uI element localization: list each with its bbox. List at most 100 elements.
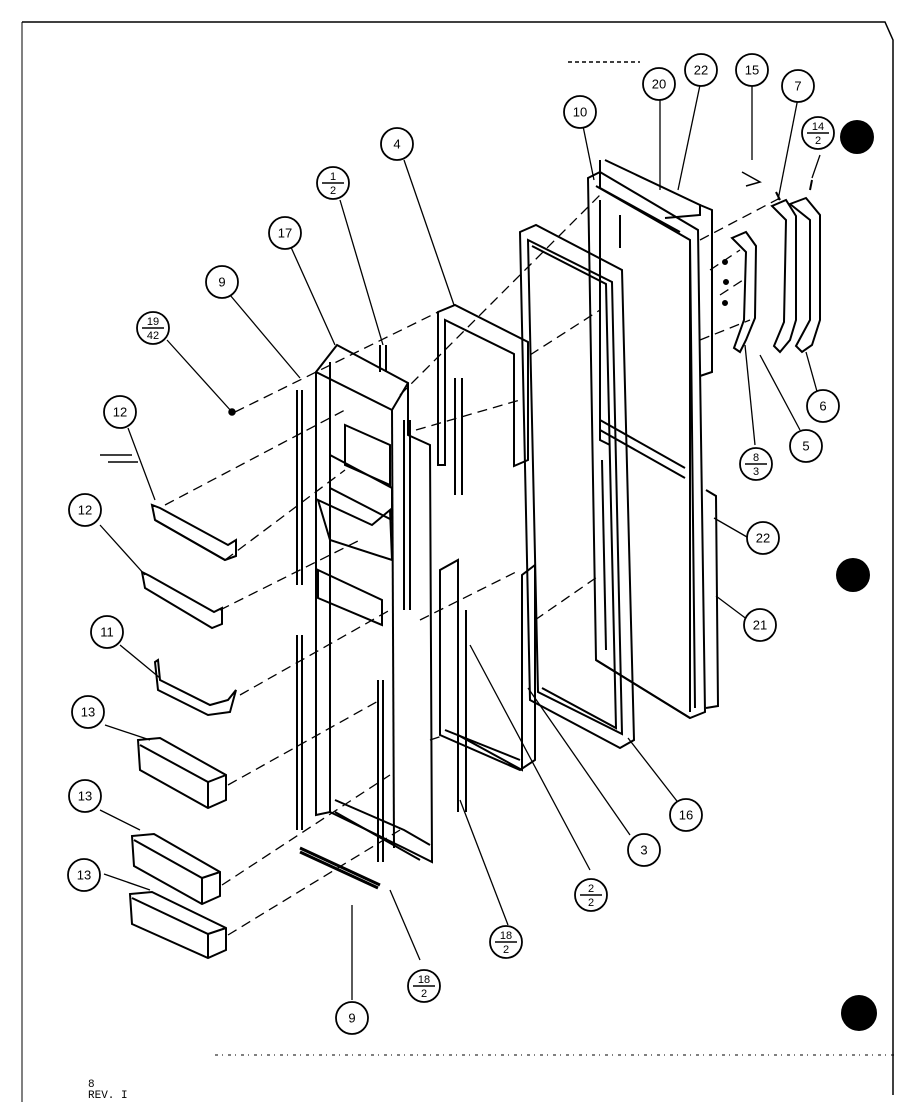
callout-18-2-b: 182 — [489, 925, 523, 959]
callout-20: 20 — [642, 67, 676, 101]
callout-14-2: 142 — [801, 116, 835, 150]
callout-15: 15 — [735, 53, 769, 87]
callout-circle — [669, 798, 703, 832]
inner-panel-4 — [437, 303, 536, 812]
callout-21: 21 — [743, 608, 777, 642]
callout-13-b: 13 — [68, 779, 102, 813]
callout-circle — [103, 395, 137, 429]
outer-door — [586, 170, 707, 720]
callout-number: 20 — [652, 77, 666, 92]
callout-number: 11 — [100, 625, 114, 640]
callout-12-b: 12 — [68, 493, 102, 527]
callout-number: 10 — [573, 105, 587, 120]
callout-number: 8 — [753, 452, 759, 464]
callout-number: 21 — [753, 618, 767, 633]
handle-parts — [722, 179, 821, 354]
callout-9-bottom: 9 — [335, 1001, 369, 1035]
callout-13-a: 13 — [71, 695, 105, 729]
callout-quantity: 2 — [503, 944, 509, 956]
callout-2-2: 22 — [574, 878, 608, 912]
callout-number: 18 — [418, 974, 430, 986]
callout-number: 6 — [819, 399, 826, 414]
callout-circle — [781, 69, 815, 103]
callout-8-3: 83 — [739, 447, 773, 481]
callout-number: 1 — [330, 171, 336, 183]
callout-11: 11 — [90, 615, 124, 649]
callout-circle — [743, 608, 777, 642]
callout-circle — [268, 216, 302, 250]
callout-6: 6 — [806, 389, 840, 423]
callout-10: 10 — [563, 95, 597, 129]
door-liner — [315, 343, 434, 864]
callout-circle — [90, 615, 124, 649]
callout-circle — [68, 493, 102, 527]
callout-9-top: 9 — [205, 265, 239, 299]
callout-circle — [627, 833, 661, 867]
sheet-border — [21, 21, 894, 1102]
callout-number: 15 — [745, 63, 759, 78]
door-shelves — [128, 503, 237, 960]
callout-quantity: 2 — [588, 897, 594, 909]
callout-number: 12 — [113, 405, 127, 420]
reference-marks — [100, 61, 762, 463]
callout-number: 13 — [81, 705, 95, 720]
callout-number: 4 — [393, 137, 400, 152]
callout-circle — [335, 1001, 369, 1035]
callout-number: 18 — [500, 930, 512, 942]
door-panel-back — [599, 159, 720, 709]
callout-1-2: 12 — [316, 166, 350, 200]
callout-number: 14 — [812, 121, 824, 133]
callout-18-2-a: 182 — [407, 969, 441, 1003]
callout-circle — [789, 429, 823, 463]
callout-number: 9 — [348, 1011, 355, 1026]
callout-circle — [806, 389, 840, 423]
callout-quantity: 2 — [815, 135, 821, 147]
callout-number: 17 — [278, 226, 292, 241]
callout-circle — [71, 695, 105, 729]
callout-circle — [67, 858, 101, 892]
callout-4: 4 — [380, 127, 414, 161]
callout-7: 7 — [781, 69, 815, 103]
callout-16: 16 — [669, 798, 703, 832]
callout-quantity: 2 — [421, 988, 427, 1000]
callout-circle — [735, 53, 769, 87]
callout-number: 5 — [802, 439, 809, 454]
callout-13-c: 13 — [67, 858, 101, 892]
revision-stamp: 8 REV. I — [88, 1080, 128, 1102]
callout-3: 3 — [627, 833, 661, 867]
callout-number: 13 — [77, 868, 91, 883]
callout-circle — [746, 521, 780, 555]
leader-lines — [99, 82, 821, 1000]
callout-number: 2 — [588, 883, 594, 895]
callout-22-right: 22 — [746, 521, 780, 555]
binder-hole-top — [840, 120, 874, 154]
binder-holes — [836, 120, 877, 1031]
binder-hole-middle — [836, 558, 870, 592]
callout-number: 22 — [756, 531, 770, 546]
callout-number: 12 — [78, 503, 92, 518]
callout-number: 9 — [218, 275, 225, 290]
callout-number: 3 — [640, 843, 647, 858]
callout-number: 13 — [78, 789, 92, 804]
callout-circle — [684, 53, 718, 87]
callout-circle — [68, 779, 102, 813]
revision-label: REV. I — [88, 1090, 128, 1102]
callout-17: 17 — [268, 216, 302, 250]
callout-5: 5 — [789, 429, 823, 463]
assembly-lines — [164, 194, 781, 936]
callout-circle — [205, 265, 239, 299]
callout-12-a: 12 — [103, 395, 137, 429]
binder-hole-bottom — [841, 995, 877, 1031]
revision-page-number: 8 — [88, 1079, 95, 1091]
callout-number: 16 — [679, 808, 693, 823]
callout-quantity: 42 — [147, 330, 159, 342]
callout-number: 7 — [794, 79, 801, 94]
callout-22-top: 22 — [684, 53, 718, 87]
door-gasket — [518, 223, 636, 750]
callout-number: 19 — [147, 316, 159, 328]
callout-quantity: 3 — [753, 466, 759, 478]
callout-circle — [563, 95, 597, 129]
